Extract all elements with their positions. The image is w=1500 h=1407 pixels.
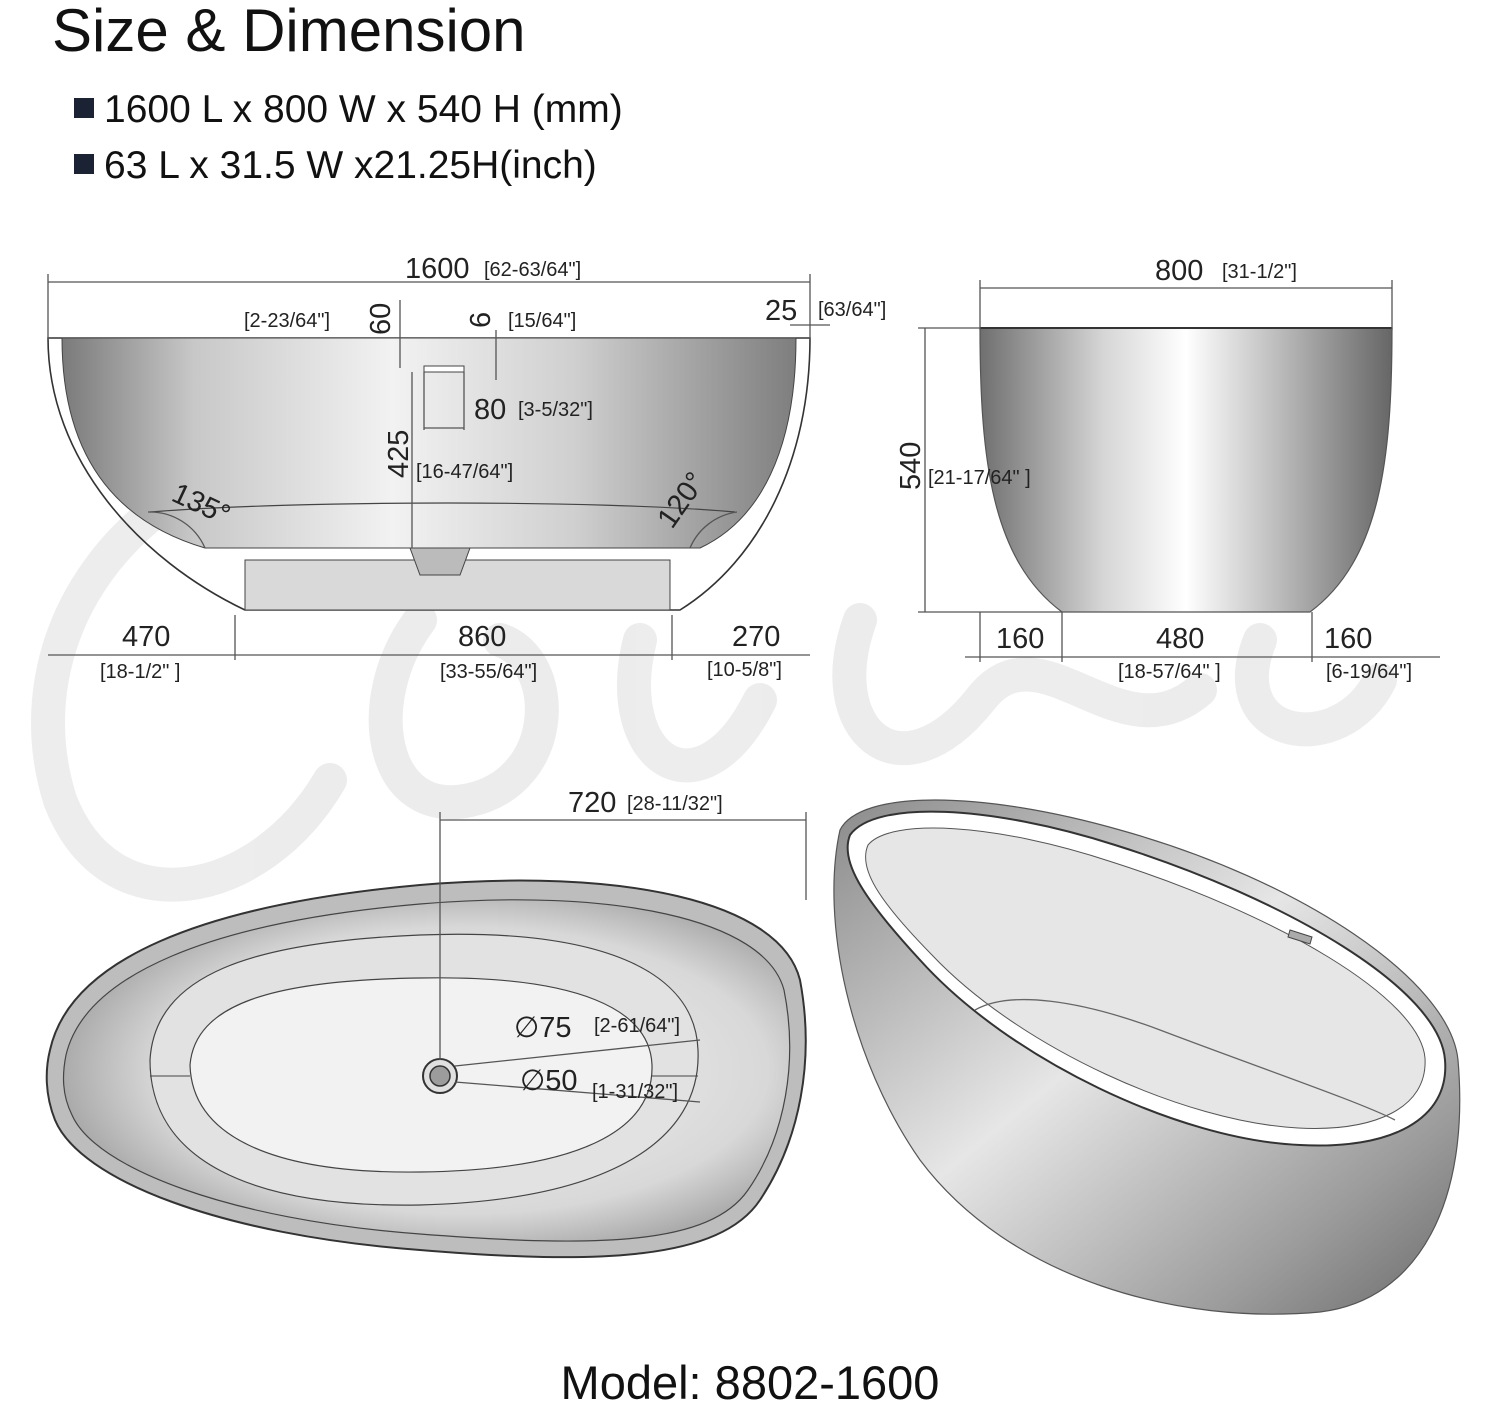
base-length-label: 860 — [458, 621, 506, 653]
spec-imperial-text: 63 L x 31.5 W x21.25H(inch) — [104, 144, 597, 187]
front-length-inch-label: [62-63/64"] — [484, 259, 581, 281]
overflow-width-label: 80 — [474, 394, 506, 426]
left-section-label: 470 — [122, 621, 170, 653]
right-section-inch-label: [10-5/8"] — [707, 659, 782, 681]
overflow-gap-label: 6 — [465, 312, 497, 328]
rim-thickness-inch-label: [63/64"] — [818, 299, 886, 321]
rim-depth-inch-label: [2-23/64"] — [244, 310, 330, 332]
side-right-section-inch-label: [6-19/64"] — [1326, 661, 1412, 683]
side-dimension-lines — [918, 280, 1440, 662]
spec-metric-text: 1600 L x 800 W x 540 H (mm) — [104, 88, 623, 131]
square-bullet-icon — [74, 98, 94, 118]
drain-inner-inch-label: [1-31/32"] — [592, 1081, 678, 1103]
side-left-section-label: 160 — [996, 623, 1044, 655]
rim-thickness-label: 25 — [765, 295, 797, 327]
right-section-label: 270 — [732, 621, 780, 653]
spec-metric: 1600 L x 800 W x 540 H (mm) — [74, 87, 623, 133]
top-dimension-lines — [439, 812, 807, 1103]
side-width-inch-label: [31-1/2"] — [1222, 261, 1297, 283]
perspective-view — [833, 799, 1461, 1315]
inner-depth-label: 425 — [383, 430, 415, 478]
side-height-inch-label: [21-17/64" ] — [928, 467, 1031, 489]
inner-depth-inch-label: [16-47/64"] — [416, 461, 513, 483]
side-width-label: 800 — [1155, 255, 1203, 287]
left-section-inch-label: [18-1/2" ] — [100, 661, 180, 683]
front-view — [47, 337, 811, 611]
drain-offset-label: 720 — [568, 787, 616, 819]
drain-outer-label: ∅75 — [514, 1012, 572, 1044]
drain-outer-inch-label: [2-61/64"] — [594, 1015, 680, 1037]
rim-depth-label: 60 — [365, 303, 397, 335]
overflow-gap-inch-label: [15/64"] — [508, 310, 576, 332]
side-height-label: 540 — [895, 442, 927, 490]
spec-imperial: 63 L x 31.5 W x21.25H(inch) — [74, 143, 597, 189]
square-bullet-icon — [74, 154, 94, 174]
front-dimension-lines — [47, 274, 830, 660]
side-base-width-inch-label: [18-57/64" ] — [1118, 661, 1221, 683]
top-view — [45, 879, 807, 1259]
side-base-width-label: 480 — [1156, 623, 1204, 655]
model-number: Model: 8802-1600 — [560, 1356, 940, 1407]
drain-offset-inch-label: [28-11/32"] — [627, 793, 723, 815]
overflow-width-inch-label: [3-5/32"] — [518, 399, 593, 421]
drain-inner-label: ∅50 — [520, 1065, 578, 1097]
drain-inner-circle — [429, 1065, 451, 1087]
base-length-inch-label: [33-55/64"] — [440, 661, 537, 683]
side-right-section-label: 160 — [1324, 623, 1372, 655]
page-title: Size & Dimension — [52, 0, 526, 64]
front-length-label: 1600 — [405, 253, 470, 285]
side-view — [979, 327, 1393, 613]
